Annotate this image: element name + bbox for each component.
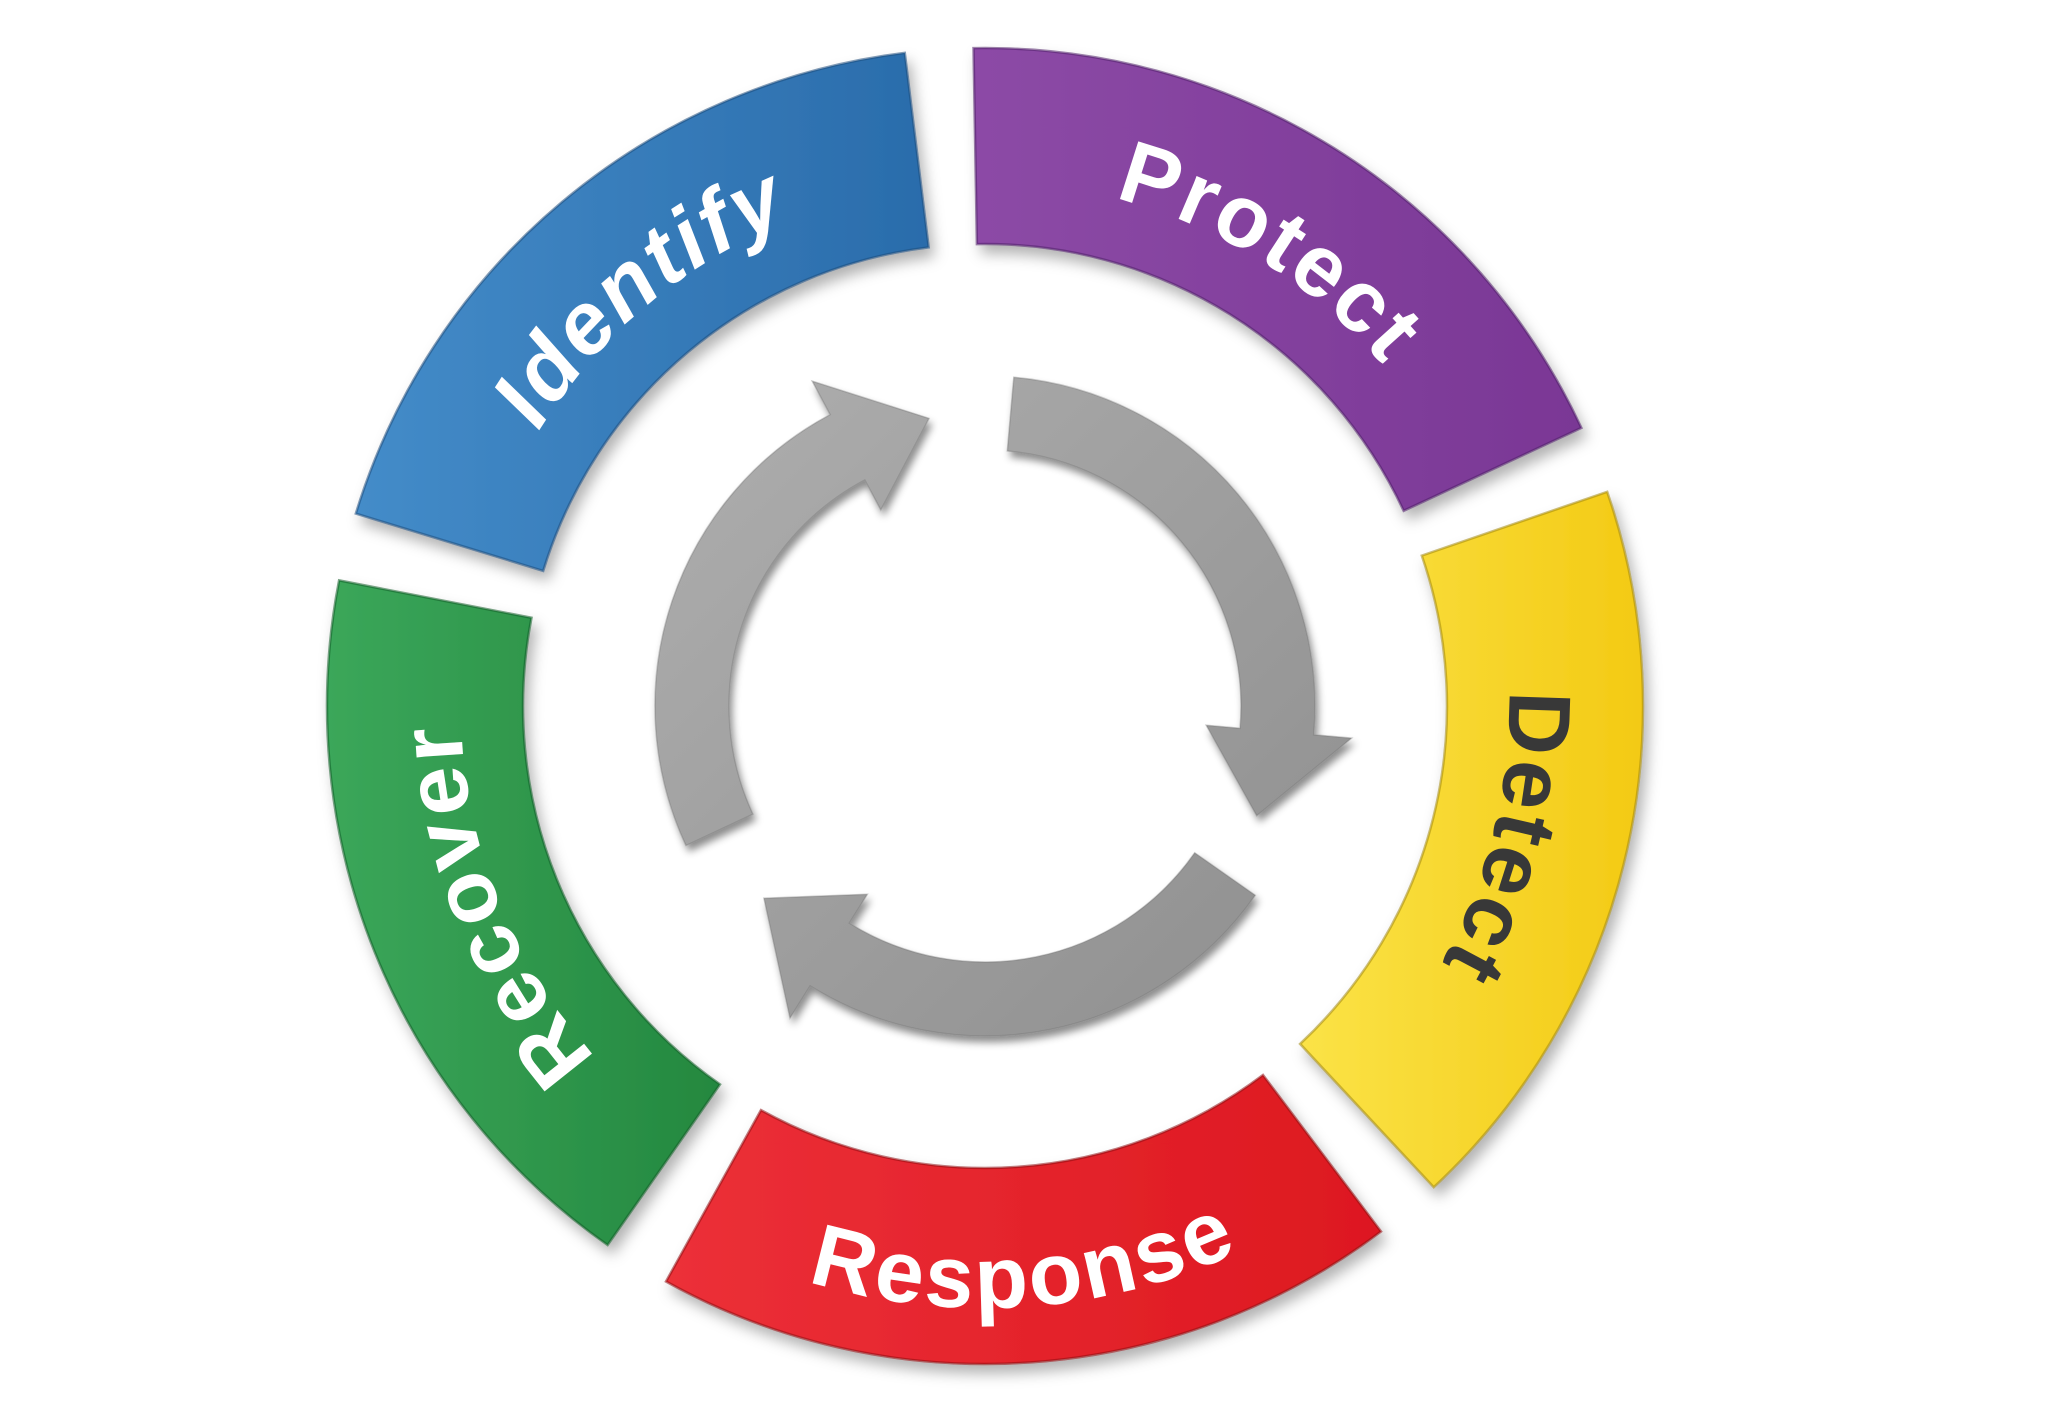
segment-detect	[1298, 490, 1645, 1189]
segment-protect	[972, 46, 1584, 513]
cycle-arrow-left-up-icon	[654, 379, 931, 847]
segment-identify	[354, 51, 931, 573]
segment-recover	[325, 578, 722, 1247]
segment-response	[664, 1073, 1383, 1366]
cycle-arrow-right-down-icon	[1006, 376, 1354, 817]
cycle-arrow-bottom-left-icon	[762, 851, 1257, 1037]
